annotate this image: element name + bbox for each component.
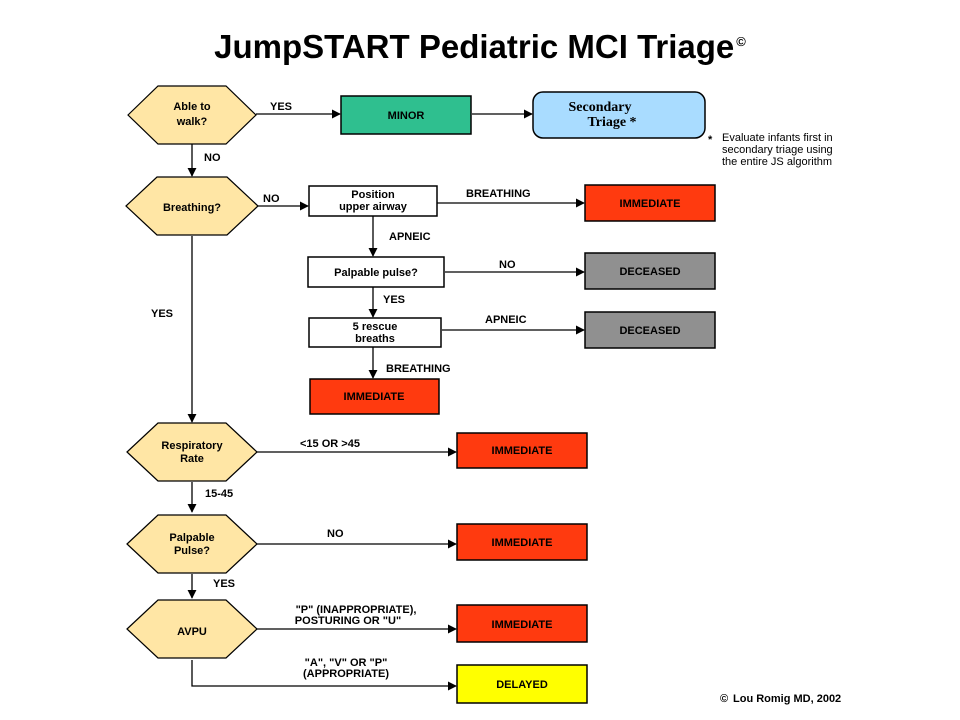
label-breathing-no: NO <box>263 193 280 205</box>
node-minor: MINOR <box>340 95 472 135</box>
label-pulse-yes: YES <box>383 294 405 306</box>
svg-text:Rate: Rate <box>180 453 204 465</box>
label-avpu-inappropriate-2: POSTURING OR "U" <box>295 615 401 627</box>
svg-text:DELAYED: DELAYED <box>496 679 548 691</box>
edge-labels: YES NO NO BREATHING APNEIC NO YES APNEIC… <box>151 101 531 680</box>
node-immediate-breathing: IMMEDIATE <box>584 184 716 222</box>
svg-text:DECEASED: DECEASED <box>619 325 680 337</box>
label-pp-no: NO <box>327 528 344 540</box>
title-text: JumpSTART Pediatric MCI Triage <box>214 28 735 65</box>
svg-text:Position: Position <box>351 189 395 201</box>
node-deceased-no-pulse: DECEASED <box>584 252 716 290</box>
label-rr-out: <15 OR >45 <box>300 438 360 450</box>
label-avpu-appropriate-2: (APPROPRIATE) <box>303 668 389 680</box>
infant-note: * Evaluate infants first in secondary tr… <box>708 132 833 168</box>
svg-text:IMMEDIATE: IMMEDIATE <box>620 198 681 210</box>
node-deceased-apneic: DECEASED <box>584 311 716 349</box>
svg-text:AVPU: AVPU <box>177 626 207 638</box>
label-breathing-yes: YES <box>151 308 173 320</box>
note-line-3: the entire JS algorithm <box>722 156 832 168</box>
note-line-1: Evaluate infants first in <box>722 132 833 144</box>
node-avpu: AVPU <box>126 599 258 659</box>
node-palpable-pulse-question: Palpable pulse? <box>307 256 445 288</box>
credit-text: Lou Romig MD, 2002 <box>733 693 841 705</box>
svg-text:Able to: Able to <box>173 101 211 113</box>
credit: © Lou Romig MD, 2002 <box>720 693 841 705</box>
svg-text:5 rescue: 5 rescue <box>353 321 398 333</box>
svg-text:IMMEDIATE: IMMEDIATE <box>492 445 553 457</box>
note-star: * <box>708 134 713 146</box>
connectors <box>187 109 585 691</box>
label-airway-apneic: APNEIC <box>389 231 431 243</box>
node-immediate-pulse: IMMEDIATE <box>456 523 588 561</box>
svg-text:IMMEDIATE: IMMEDIATE <box>492 619 553 631</box>
label-airway-breathing: BREATHING <box>466 188 531 200</box>
svg-text:Palpable pulse?: Palpable pulse? <box>334 267 418 279</box>
label-walk-yes: YES <box>270 101 292 113</box>
svg-text:walk?: walk? <box>176 116 208 128</box>
svg-text:Palpable: Palpable <box>169 532 214 544</box>
node-immediate-rescue: IMMEDIATE <box>309 378 440 415</box>
svg-text:IMMEDIATE: IMMEDIATE <box>492 537 553 549</box>
node-position-airway: Position upper airway <box>308 185 438 217</box>
svg-text:Triage *: Triage * <box>587 115 636 130</box>
diagram-title: JumpSTART Pediatric MCI Triage© <box>0 28 960 66</box>
node-delayed: DELAYED <box>456 664 588 704</box>
node-respiratory-rate: Respiratory Rate <box>126 422 258 482</box>
credit-mark: © <box>720 693 728 705</box>
node-breathing: Breathing? <box>125 176 259 236</box>
svg-text:DECEASED: DECEASED <box>619 266 680 278</box>
node-secondary-triage: Secondary Triage * <box>532 91 706 139</box>
node-able-to-walk: Able to walk? <box>127 85 257 145</box>
edge-avpu-to-delayed <box>191 660 457 691</box>
svg-text:breaths: breaths <box>355 333 395 345</box>
label-rescue-apneic: APNEIC <box>485 314 527 326</box>
label-avpu-inappropriate-1: "P" (INAPPROPRIATE), <box>296 604 417 616</box>
label-pp-yes: YES <box>213 578 235 590</box>
label-pulse-no: NO <box>499 259 516 271</box>
node-palpable-pulse: Palpable Pulse? <box>126 514 258 574</box>
label-rr-in: 15-45 <box>205 488 233 500</box>
node-immediate-rr: IMMEDIATE <box>456 432 588 469</box>
svg-text:Secondary: Secondary <box>569 100 632 115</box>
svg-text:Respiratory: Respiratory <box>161 440 223 452</box>
node-rescue-breaths: 5 rescue breaths <box>308 317 442 348</box>
label-rescue-breathing: BREATHING <box>386 363 451 375</box>
note-line-2: secondary triage using <box>722 144 833 156</box>
label-avpu-appropriate-1: "A", "V" OR "P" <box>305 657 388 669</box>
svg-text:Pulse?: Pulse? <box>174 545 210 557</box>
label-walk-no: NO <box>204 152 221 164</box>
svg-text:upper airway: upper airway <box>339 201 408 213</box>
svg-text:MINOR: MINOR <box>388 110 425 122</box>
svg-text:Breathing?: Breathing? <box>163 202 221 214</box>
svg-text:IMMEDIATE: IMMEDIATE <box>344 391 405 403</box>
node-immediate-avpu: IMMEDIATE <box>456 604 588 643</box>
title-copyright-mark: © <box>736 34 746 49</box>
